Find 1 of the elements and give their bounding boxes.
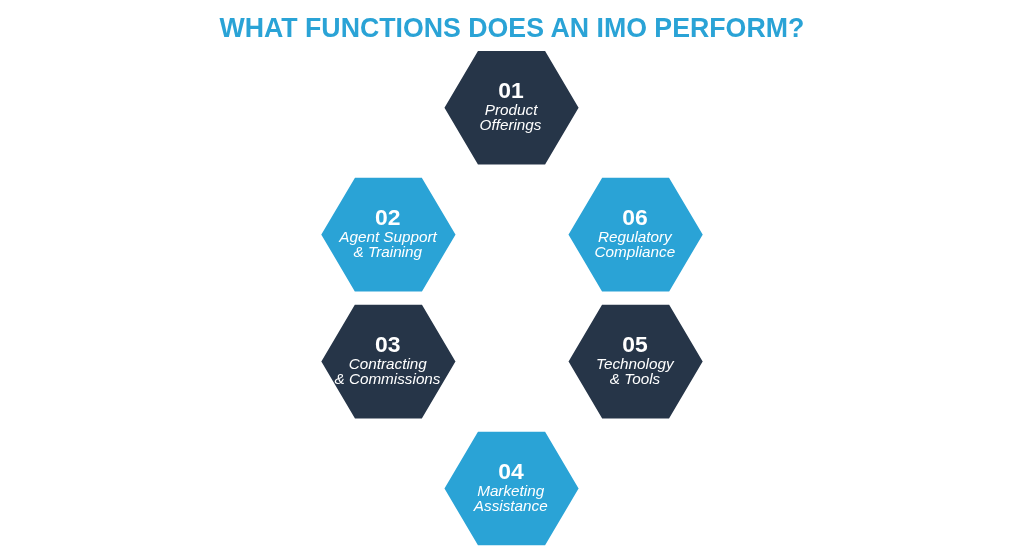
diagram-title: WHAT FUNCTIONS DOES AN IMO PERFORM?	[219, 12, 805, 43]
